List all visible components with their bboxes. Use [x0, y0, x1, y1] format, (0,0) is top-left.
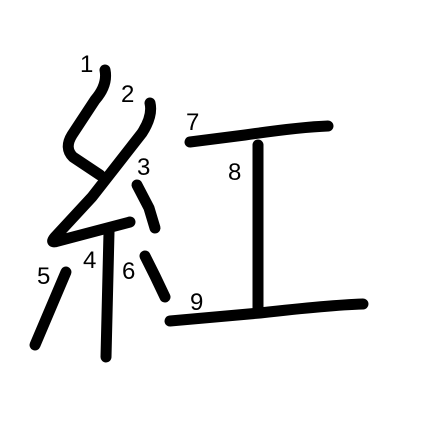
- stroke-number-7: 7: [186, 109, 199, 136]
- stroke-7: [184, 120, 334, 148]
- stroke-number-4: 4: [83, 247, 96, 274]
- stroke-number-3: 3: [137, 154, 150, 181]
- stroke-5: [29, 266, 72, 351]
- stroke-number-9: 9: [190, 289, 203, 316]
- stroke-number-1: 1: [80, 51, 93, 78]
- stroke-number-8: 8: [228, 159, 241, 186]
- stroke-number-6: 6: [122, 258, 135, 285]
- stroke-4: [100, 226, 115, 363]
- stroke-1: [62, 64, 111, 181]
- stroke-2: [47, 97, 157, 248]
- stroke-number-5: 5: [37, 263, 50, 290]
- stroke-9: [164, 298, 369, 327]
- stroke-3: [131, 179, 161, 234]
- stroke-number-2: 2: [121, 81, 134, 108]
- stroke-6: [139, 250, 171, 303]
